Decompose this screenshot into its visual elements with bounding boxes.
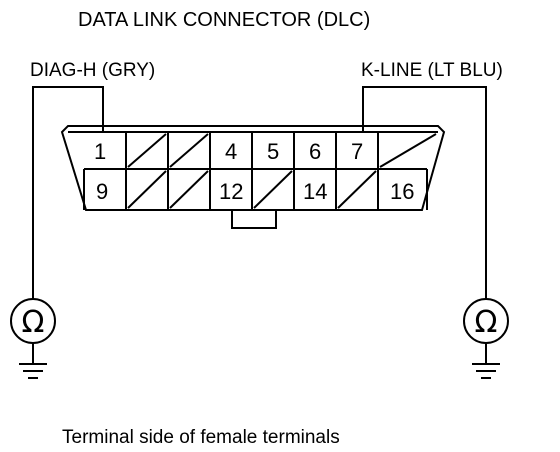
pin-16: 16: [390, 179, 414, 204]
right-ohm-symbol: Ω: [475, 305, 498, 340]
pin-14: 14: [303, 179, 327, 204]
right-wire-label: K-LINE (LT BLU): [361, 60, 503, 81]
diagram-title: DATA LINK CONNECTOR (DLC): [78, 9, 370, 31]
pin-6: 6: [309, 139, 321, 164]
diagram-caption: Terminal side of female terminals: [62, 427, 340, 448]
pin-9: 9: [96, 179, 108, 204]
ohmmeter-icon: Ω: [10, 298, 56, 344]
pin-1: 1: [94, 139, 106, 164]
pin-12: 12: [219, 179, 243, 204]
connector-key-tab: [231, 210, 277, 229]
unused-cell-mark: [379, 133, 437, 168]
unused-cell-mark: [169, 170, 209, 209]
unused-cell-mark: [127, 133, 167, 168]
left-ohm-symbol: Ω: [22, 305, 45, 340]
unused-cell-mark: [127, 170, 167, 209]
unused-cell-mark: [253, 170, 293, 209]
left-wire-label: DIAG-H (GRY): [30, 60, 155, 81]
pin-7: 7: [351, 139, 363, 164]
pin-4: 4: [225, 139, 237, 164]
ground-icon: [472, 363, 500, 379]
unused-cell-mark: [337, 170, 377, 209]
unused-cell-mark: [169, 133, 209, 168]
pin-5: 5: [267, 139, 279, 164]
left-wire: [32, 86, 104, 299]
ground-icon: [19, 363, 47, 379]
data-link-connector: 1 4 5 6 7 9 12 14 16: [60, 125, 446, 229]
ohmmeter-icon: Ω: [463, 298, 509, 344]
connector-outline: [60, 125, 446, 211]
right-wire: [362, 86, 487, 299]
